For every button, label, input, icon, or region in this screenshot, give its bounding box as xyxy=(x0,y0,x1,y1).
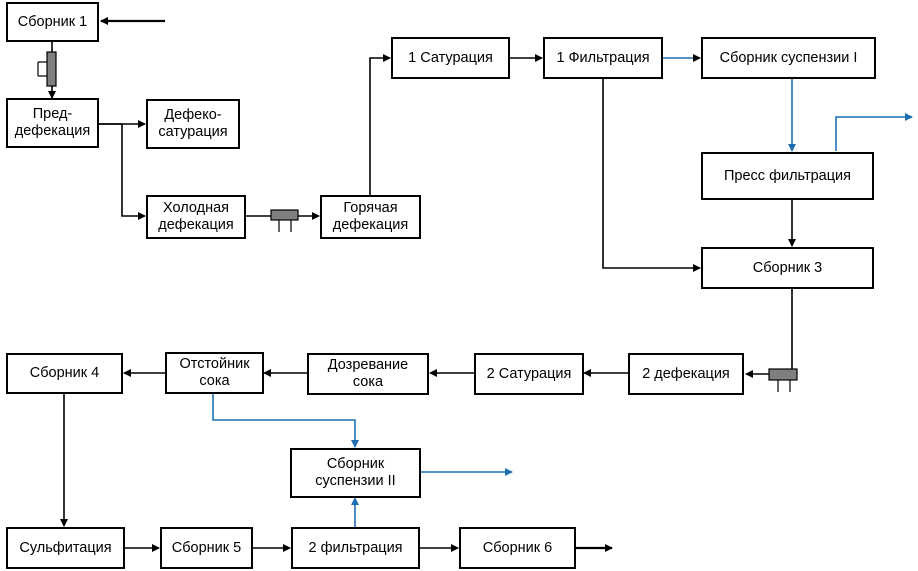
box-sbornik5: Сборник 5 xyxy=(160,527,253,569)
arrow-press-output xyxy=(835,113,913,151)
valve-icon xyxy=(768,368,798,392)
arrow-predefekacia-to-holodnaya xyxy=(98,123,146,220)
box-goryachaya-defekacia: Горячая дефекация xyxy=(320,195,421,239)
box-otstoinik-soka: Отстойник сока xyxy=(165,352,264,394)
box-sbornik-suspenzii-2: Сборник суспензии II xyxy=(290,448,421,498)
box-filtracia1: 1 Фильтрация xyxy=(543,37,663,79)
box-saturacia2: 2 Сатурация xyxy=(474,353,584,395)
box-sbornik6: Сборник 6 xyxy=(459,527,576,569)
box-dozrevanie-soka: Дозревание сока xyxy=(307,353,429,395)
arrow-filtracia1-to-sbornik3 xyxy=(602,79,701,272)
arrow-sbornik3-to-defekacia2 xyxy=(745,289,793,378)
box-defekosaturacia: Дефеко- сатурация xyxy=(146,99,240,149)
box-sbornik1: Сборник 1 xyxy=(6,2,99,42)
arrow-goryachaya-to-saturacia1 xyxy=(369,54,391,195)
box-predefekacia: Пред- дефекация xyxy=(6,98,99,148)
box-sbornik-suspenzii-1: Сборник суспензии I xyxy=(701,37,876,79)
box-sulfitacia: Сульфитация xyxy=(6,527,125,569)
box-holodnaya-defekacia: Холодная дефекация xyxy=(146,195,246,239)
box-filtracia2: 2 фильтрация xyxy=(291,527,420,569)
valve-icon xyxy=(37,51,57,87)
box-defekacia2: 2 дефекация xyxy=(628,353,744,395)
valve-icon xyxy=(270,209,299,232)
box-press-filtracia: Пресс фильтрация xyxy=(701,152,874,200)
box-saturacia1: 1 Сатурация xyxy=(391,37,510,79)
box-sbornik3: Сборник 3 xyxy=(701,247,874,289)
box-sbornik4: Сборник 4 xyxy=(6,353,123,394)
arrow-otstoinik-to-suspenzii2 xyxy=(212,394,359,448)
